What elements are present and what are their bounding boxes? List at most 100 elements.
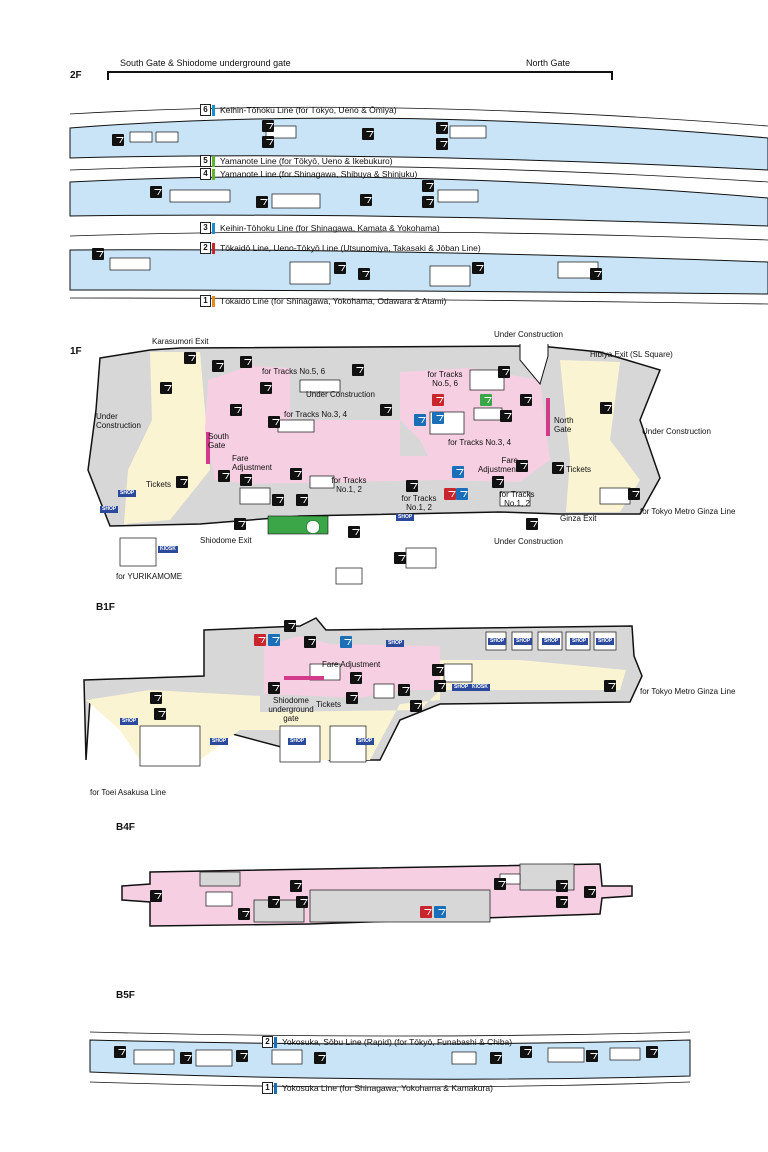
shop-sign: SHOP bbox=[120, 718, 139, 725]
line-color-bar bbox=[274, 1082, 277, 1094]
shop-sign: SHOP bbox=[118, 490, 137, 497]
restroom-men-icon bbox=[456, 488, 468, 500]
passage-left bbox=[124, 352, 210, 524]
escalator-icon bbox=[290, 468, 302, 480]
north-gate-header: North Gate bbox=[526, 58, 571, 68]
shop-sign: SHOP bbox=[488, 638, 507, 645]
elevator-icon bbox=[296, 896, 308, 908]
elevator-icon bbox=[234, 518, 246, 530]
track-line-name: Keihin-Tōhoku Line (for Shinagawa, Kamat… bbox=[220, 223, 440, 233]
under-construction-right-label: Under Construction bbox=[642, 427, 711, 436]
elevator-icon bbox=[268, 896, 280, 908]
escalator-icon bbox=[240, 356, 252, 368]
wheelchair-icon bbox=[340, 636, 352, 648]
shop-sign: SHOP bbox=[452, 684, 471, 691]
line-color-bar bbox=[212, 242, 215, 254]
ticket-machine-icon bbox=[552, 462, 564, 474]
line-color-bar bbox=[212, 168, 215, 180]
floor-1f-map bbox=[87, 344, 662, 585]
passage-b1 bbox=[86, 660, 626, 760]
track-line-name: Yokosuka Line (for Shinagawa, Yokohama &… bbox=[282, 1083, 493, 1093]
ticket-machine-icon bbox=[176, 476, 188, 488]
elevator-icon bbox=[358, 268, 370, 280]
escalator-icon bbox=[520, 1046, 532, 1058]
track-number: 2 bbox=[200, 242, 211, 254]
ginza-exit-label: Ginza Exit bbox=[560, 514, 597, 523]
escalator-icon bbox=[150, 692, 162, 704]
hibiya-exit-label: Hibiya Exit (SL Square) bbox=[590, 350, 673, 359]
escalator-icon bbox=[398, 684, 410, 696]
escalator-icon bbox=[112, 134, 124, 146]
platform-tracks-5-6 bbox=[69, 117, 768, 171]
elevator-icon bbox=[272, 494, 284, 506]
elevator-icon bbox=[230, 404, 242, 416]
elevator-icon bbox=[268, 682, 280, 694]
escalator-icon bbox=[590, 268, 602, 280]
escalator-icon bbox=[422, 180, 434, 192]
line-color-bar bbox=[212, 155, 215, 167]
kiosk-sign: KIOSK bbox=[470, 684, 490, 691]
fare-machine-icon bbox=[350, 672, 362, 684]
fare-machine-icon bbox=[516, 460, 528, 472]
escalator-icon bbox=[150, 890, 162, 902]
platform-tracks-1-2 bbox=[69, 249, 768, 295]
shop-sign: SHOP bbox=[356, 738, 375, 745]
under-construction-center-label: Under Construction bbox=[306, 390, 375, 399]
fare-adjustment-right-label: Fare Adjustment bbox=[477, 456, 518, 474]
escalator-icon bbox=[92, 248, 104, 260]
tickets-left-label: Tickets bbox=[146, 480, 172, 489]
escalator-icon bbox=[500, 410, 512, 422]
elevator-icon bbox=[526, 518, 538, 530]
escalator-icon bbox=[236, 1050, 248, 1062]
platforms-2f bbox=[69, 106, 768, 305]
escalator-icon bbox=[256, 196, 268, 208]
escalator-icon bbox=[284, 620, 296, 632]
escalator-icon bbox=[498, 366, 510, 378]
construction-wall bbox=[519, 344, 549, 386]
escalator-icon bbox=[240, 474, 252, 486]
green-window-icon bbox=[306, 520, 320, 534]
elevator-icon bbox=[556, 896, 568, 908]
restroom-women-icon bbox=[420, 906, 432, 918]
elevator-icon bbox=[360, 194, 372, 206]
concourse-left bbox=[205, 366, 440, 484]
escalator-icon bbox=[604, 680, 616, 692]
shop-sign: SHOP bbox=[596, 638, 615, 645]
shop-sign: SHOP bbox=[396, 514, 415, 521]
line-color-bar bbox=[212, 295, 215, 307]
for-toei-asakusa-label: for Toei Asakusa Line bbox=[90, 788, 166, 797]
escalator-icon bbox=[180, 1052, 192, 1064]
passage-right bbox=[560, 360, 640, 512]
for-tracks-5-6-left: for Tracks No.5, 6 bbox=[262, 367, 326, 376]
track-number: 6 bbox=[200, 104, 211, 116]
shop-sign: SHOP bbox=[100, 506, 119, 513]
escalator-icon bbox=[472, 262, 484, 274]
escalator-icon bbox=[586, 1050, 598, 1062]
for-tracks-5-6-right: for Tracks No.5, 6 bbox=[427, 370, 463, 388]
for-tracks-1-2-a: for Tracks No.1, 2 bbox=[331, 476, 367, 494]
for-tokyo-metro-1f-label: for Tokyo Metro Ginza Line bbox=[640, 507, 736, 516]
kiosk-sign: KIOSK bbox=[158, 546, 178, 553]
karasumori-exit-label: Karasumori Exit bbox=[152, 337, 209, 346]
escalator-icon bbox=[238, 908, 250, 920]
elevator-icon bbox=[184, 352, 196, 364]
fare-adjustment-left-label: Fare Adjustment bbox=[232, 454, 273, 472]
floor-label-2f: 2F bbox=[70, 70, 82, 81]
track-number: 2 bbox=[262, 1036, 273, 1048]
under-construction-top-label: Under Construction bbox=[494, 330, 563, 339]
for-tracks-1-2-b: for Tracks No.1, 2 bbox=[401, 494, 437, 512]
escalator-icon bbox=[406, 480, 418, 492]
track-line-name: Yamanote Line (for Shinagawa, Shibuya & … bbox=[220, 169, 418, 179]
shiodome-exit-label: Shiodome Exit bbox=[200, 536, 252, 545]
for-yurikamome-label: for YURIKAMOME bbox=[116, 572, 183, 581]
escalator-icon bbox=[262, 120, 274, 132]
escalator-icon bbox=[114, 1046, 126, 1058]
elevator-icon bbox=[520, 394, 532, 406]
shop-sign: SHOP bbox=[386, 640, 405, 647]
restroom-women-icon bbox=[432, 394, 444, 406]
